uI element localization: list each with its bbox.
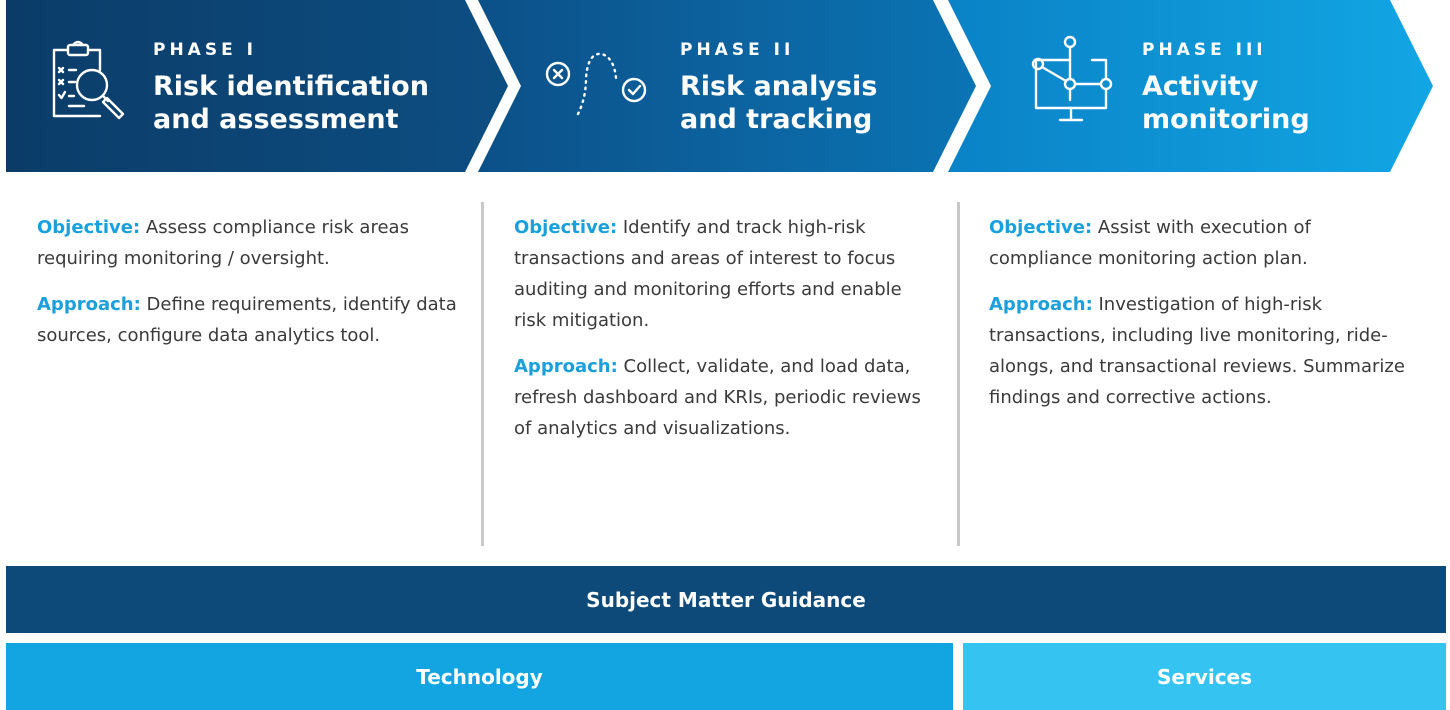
phase-1-approach: Approach: Define requirements, identify … xyxy=(37,289,457,351)
approach-text: Define requirements, identify data sourc… xyxy=(37,294,457,346)
phase-1-objective: Objective: Assess compliance risk areas … xyxy=(37,212,457,274)
phase-1-details: Objective: Assess compliance risk areas … xyxy=(37,212,457,366)
phase-3-label: PHASE III xyxy=(1142,40,1267,60)
phase-3-title-line-1: Activity xyxy=(1142,71,1259,102)
objective-text: Assist with execution of compliance moni… xyxy=(989,217,1311,269)
phase-2-label: PHASE II xyxy=(680,40,795,60)
phase-1-title-line-2: and assessment xyxy=(153,104,399,135)
services-bar: Services xyxy=(963,643,1446,710)
phase-banner: PHASE I Risk identification and assessme… xyxy=(0,0,1450,173)
phase-2-header: PHASE II Risk analysis and tracking xyxy=(478,0,948,173)
column-divider-1 xyxy=(481,202,484,546)
phase-2-title: Risk analysis and tracking xyxy=(680,70,877,136)
clipboard-magnifier-icon xyxy=(52,40,125,120)
objective-key: Objective: xyxy=(989,217,1093,238)
phase-2-title-line-2: and tracking xyxy=(680,104,873,135)
approach-text: Investigation of high-risk transactions,… xyxy=(989,294,1405,408)
approach-key: Approach: xyxy=(514,356,618,377)
approach-key: Approach: xyxy=(37,294,141,315)
phase-3-title-line-2: monitoring xyxy=(1142,104,1310,135)
objective-text: Assess compliance risk areas requiring m… xyxy=(37,217,409,269)
phase-arrows xyxy=(6,0,1433,172)
phase-2-title-line-1: Risk analysis xyxy=(680,71,878,102)
objective-key: Objective: xyxy=(514,217,618,238)
phase-3-arrow xyxy=(948,0,1433,172)
technology-bar: Technology xyxy=(6,643,953,710)
phase-3-details: Objective: Assist with execution of comp… xyxy=(989,212,1409,428)
phase-1-arrow xyxy=(6,0,508,172)
path-x-to-check-icon xyxy=(545,52,647,116)
phase-1-label: PHASE I xyxy=(153,40,257,60)
phase-2-details: Objective: Identify and track high-risk … xyxy=(514,212,939,459)
phase-2-objective: Objective: Identify and track high-risk … xyxy=(514,212,939,336)
phase-1-header: PHASE I Risk identification and assessme… xyxy=(0,0,500,173)
phase-3-objective: Objective: Assist with execution of comp… xyxy=(989,212,1409,274)
approach-text: Collect, validate, and load data, refres… xyxy=(514,356,921,439)
phase-1-title: Risk identification and assessment xyxy=(153,70,429,136)
column-divider-2 xyxy=(957,202,960,546)
phase-3-header: PHASE III Activity monitoring xyxy=(948,0,1448,173)
phase-2-approach: Approach: Collect, validate, and load da… xyxy=(514,351,939,444)
objective-key: Objective: xyxy=(37,217,141,238)
subject-matter-guidance-bar: Subject Matter Guidance xyxy=(6,566,1446,633)
objective-text: Identify and track high-risk transaction… xyxy=(514,217,902,331)
phase-3-approach: Approach: Investigation of high-risk tra… xyxy=(989,289,1409,413)
phase-2-arrow xyxy=(478,0,976,172)
approach-key: Approach: xyxy=(989,294,1093,315)
phase-3-title: Activity monitoring xyxy=(1142,70,1310,136)
monitor-network-icon xyxy=(1031,35,1113,122)
phase-1-title-line-1: Risk identification xyxy=(153,71,429,102)
